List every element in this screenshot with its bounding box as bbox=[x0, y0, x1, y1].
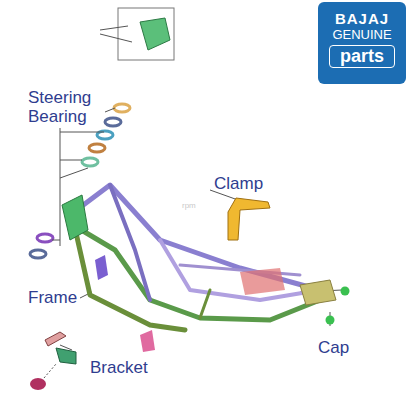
part-label: Frame bbox=[28, 288, 77, 307]
logo-box: BAJAJGENUINE parts bbox=[318, 2, 406, 84]
leader-line bbox=[100, 34, 132, 42]
logo-text: BAJAJ bbox=[321, 10, 403, 27]
frame-tubes bbox=[70, 185, 320, 330]
head-tube bbox=[62, 195, 88, 240]
logo-text: parts bbox=[329, 45, 395, 68]
bracket-part bbox=[56, 348, 76, 364]
part-label: Clamp bbox=[214, 174, 263, 193]
rear-plate bbox=[300, 280, 336, 305]
leader-line bbox=[100, 26, 128, 30]
part-label: Steering Bearing bbox=[28, 88, 108, 126]
cap-part bbox=[341, 287, 350, 296]
leader-line bbox=[52, 108, 342, 350]
part-label: Bracket bbox=[90, 358, 148, 377]
inset-box bbox=[118, 8, 174, 60]
inset-part bbox=[140, 18, 170, 50]
bearing-stack bbox=[30, 104, 130, 258]
bracket-bolt bbox=[30, 378, 46, 390]
frame-lug bbox=[140, 330, 155, 352]
watermark: rpm bbox=[182, 196, 196, 215]
frame-plate bbox=[95, 255, 108, 280]
part-label: Cap bbox=[318, 338, 349, 357]
frame-plate bbox=[240, 268, 285, 295]
bracket-part bbox=[45, 332, 66, 346]
logo-text: GENUINE bbox=[321, 27, 403, 42]
clamp-part bbox=[228, 198, 270, 240]
cap-part bbox=[326, 316, 335, 325]
leader-line bbox=[44, 364, 56, 378]
